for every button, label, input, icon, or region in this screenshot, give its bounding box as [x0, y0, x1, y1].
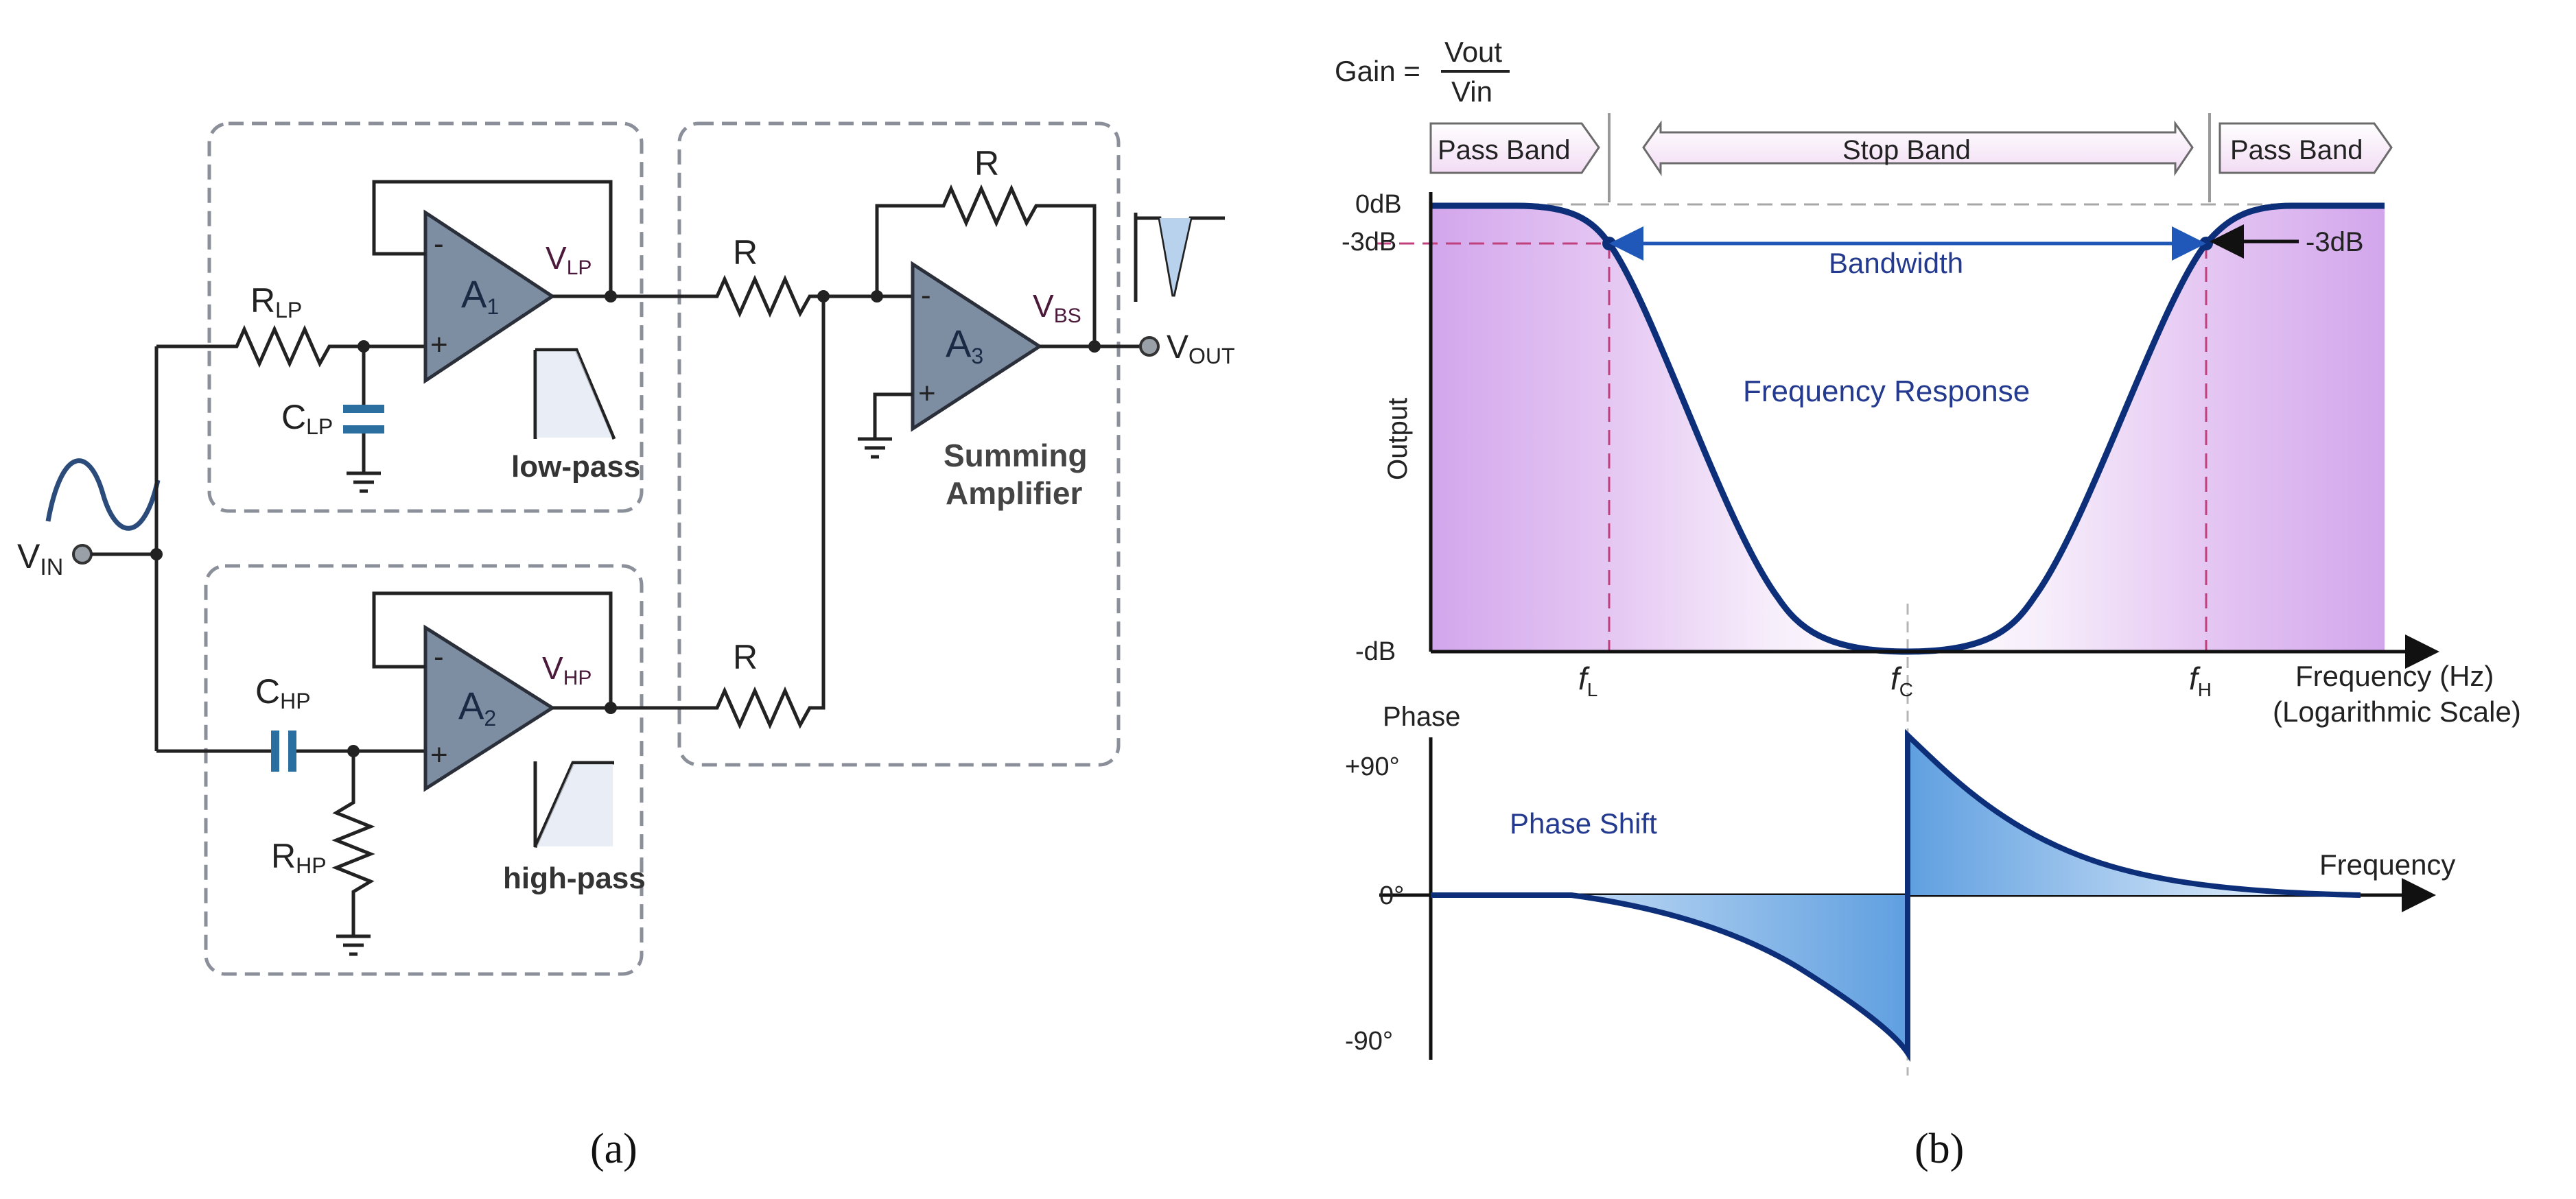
- r-hp-resistor: [331, 751, 375, 936]
- gain-label: Gain =: [1335, 55, 1420, 87]
- phase-curve: [1431, 728, 2361, 1063]
- c-lp-plate-top: [343, 405, 384, 413]
- fc-label: fC: [1890, 661, 1913, 700]
- phase-zero-tick: 0°: [1379, 881, 1404, 910]
- output-axis-label: Output: [1383, 398, 1413, 480]
- a3-label: A3: [946, 322, 983, 368]
- a1-plus: +: [430, 328, 448, 361]
- ground-icon: [347, 471, 381, 493]
- input-terminal: [72, 544, 93, 565]
- output-terminal: [1139, 336, 1160, 357]
- ground-icon: [336, 934, 371, 956]
- band-stop-icon: [1134, 213, 1225, 302]
- c-lp-plate-bottom: [343, 425, 384, 434]
- low-pass-label: low-pass: [511, 450, 640, 484]
- a1-feedback-wire: [372, 180, 613, 296]
- tick-0db: 0dB: [1355, 190, 1402, 219]
- pass-band-right-arrow: Pass Band: [2218, 122, 2393, 174]
- pass-band-left-label: Pass Band: [1438, 135, 1570, 165]
- a2-minus: -: [434, 640, 444, 674]
- high-pass-icon: [533, 761, 614, 848]
- low-pass-icon: [533, 348, 616, 440]
- fh-cutoff-point: [2199, 237, 2213, 250]
- a3-plus: +: [918, 377, 936, 410]
- a1-label: A1: [461, 272, 499, 319]
- phase-plus90-tick: +90°: [1345, 752, 1400, 781]
- r-top-resistor: [707, 274, 820, 318]
- junction-vlp: [605, 290, 617, 302]
- phase-negative-fill: [1431, 895, 1908, 1053]
- a3-ground-wire: [873, 392, 913, 439]
- pass-band-right-label: Pass Band: [2230, 135, 2363, 165]
- opamp-a2: [423, 624, 556, 792]
- phase-frequency-label: Frequency: [2319, 848, 2455, 881]
- tick-minus3db: -3dB: [1342, 228, 1396, 257]
- input-source: VIN: [17, 458, 161, 580]
- phase-label: Phase: [1383, 702, 1460, 732]
- tick-minus-db: -dB: [1355, 637, 1396, 666]
- r-hp-label: RHP: [271, 837, 327, 878]
- input-label: VIN: [17, 537, 63, 580]
- stop-band-arrow: Stop Band: [1642, 120, 2194, 176]
- stop-band-label: Stop Band: [1842, 135, 1971, 165]
- sine-wave-icon: [45, 458, 161, 531]
- v-bs-label: VBS: [1033, 288, 1081, 327]
- phase-minus90-tick: -90°: [1345, 1027, 1393, 1056]
- caption-b: (b): [1915, 1126, 1964, 1172]
- r-top-label: R: [733, 233, 758, 272]
- fl-fh-guides: [1376, 242, 2208, 652]
- summing-box: [677, 121, 1121, 767]
- summing-label-1: Summing: [944, 438, 1088, 473]
- c-hp-plate-left: [271, 731, 279, 772]
- high-pass-label: high-pass: [503, 862, 646, 895]
- r-feedback-label: R: [974, 144, 999, 182]
- fh-label: fH: [2189, 661, 2212, 700]
- c-lp-label: CLP: [281, 398, 333, 439]
- gain-numerator: Vout: [1444, 36, 1502, 68]
- ground-icon: [858, 437, 892, 459]
- c-hp-plate-right: [288, 731, 296, 772]
- a2-feedback-wire: [372, 591, 613, 708]
- pass-band-left-arrow: Pass Band: [1429, 122, 1600, 174]
- phase-shift-label: Phase Shift: [1510, 807, 1657, 840]
- r-feedback-resistor: [933, 184, 1097, 346]
- output-label: VOUT: [1167, 329, 1235, 368]
- caption-a: (a): [590, 1126, 637, 1172]
- response-panel: Gain = Vout Vin Pass Band Stop Band Pass…: [1335, 36, 2521, 1076]
- junction-vhp: [605, 702, 617, 714]
- fl-cutoff-point: [1602, 237, 1616, 250]
- a1-minus: -: [434, 227, 444, 261]
- frequency-response-label: Frequency Response: [1743, 375, 2030, 408]
- opamp-a3: [911, 261, 1043, 432]
- a3-feedback-left-wire: [875, 204, 933, 296]
- input-wire: [91, 344, 271, 753]
- fl-label: fL: [1578, 661, 1597, 700]
- minus-3db-right-label: -3dB: [2306, 227, 2364, 257]
- r-bottom-resistor: [707, 296, 826, 730]
- junction-input: [150, 548, 163, 560]
- junction-vbs: [1088, 340, 1101, 353]
- frequency-hz-label: Frequency (Hz): [2295, 660, 2494, 692]
- circuit-panel: VIN RLP CLP - + A1 VLP low-pass: [17, 121, 1235, 976]
- summing-label-2: Amplifier: [946, 475, 1082, 511]
- v-lp-label: VLP: [546, 240, 592, 279]
- v-hp-label: VHP: [542, 650, 592, 689]
- c-hp-label: CHP: [255, 672, 311, 713]
- phase-positive-fill: [1908, 735, 2319, 895]
- gain-denominator: Vin: [1451, 75, 1492, 108]
- a2-label: A2: [458, 684, 496, 731]
- r-bottom-label: R: [733, 638, 758, 676]
- opamp-a1: [423, 209, 556, 384]
- low-pass-box: [207, 121, 644, 513]
- high-pass-box: [204, 564, 644, 976]
- r-lp-resistor: [226, 324, 364, 368]
- bandwidth-label: Bandwidth: [1829, 247, 1963, 279]
- a3-minus: -: [921, 278, 931, 312]
- log-scale-label: (Logarithmic Scale): [2273, 696, 2521, 728]
- a2-plus: +: [430, 738, 448, 772]
- frequency-response-fill: [1431, 206, 2385, 652]
- r-lp-label: RLP: [250, 281, 302, 322]
